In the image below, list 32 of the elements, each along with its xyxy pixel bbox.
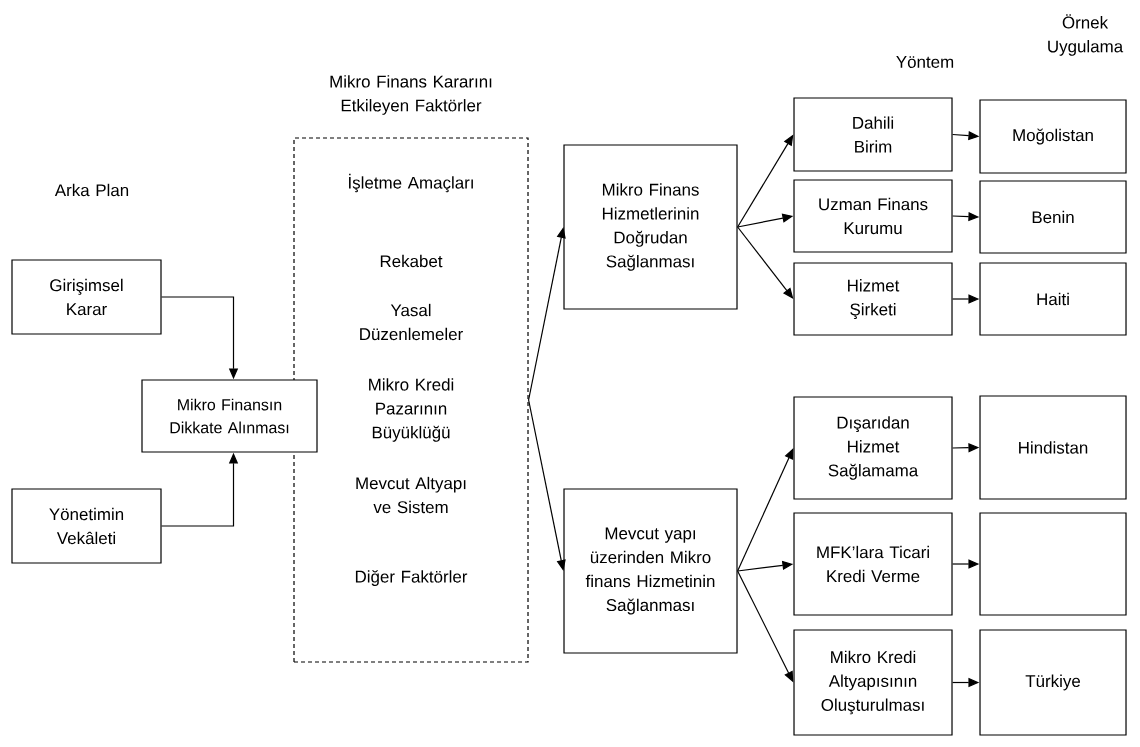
arrow bbox=[737, 448, 794, 572]
process-box: MFK’lara Ticari Kredi Verme bbox=[793, 512, 953, 616]
process-box: Yönetimin Vekâleti bbox=[11, 488, 162, 564]
column-heading: Yöntem bbox=[896, 56, 954, 68]
factor-text: Diğer Faktörler bbox=[355, 570, 468, 586]
process-box: Benin bbox=[979, 180, 1127, 254]
process-box: Uzman Finans Kurumu bbox=[793, 179, 953, 253]
process-box: Mevcut yapı üzerinden Mikro finans Hizmetinin Sağlanması bbox=[563, 488, 738, 654]
process-box: Moğolistan bbox=[979, 99, 1127, 174]
process-box: Haiti bbox=[979, 262, 1127, 336]
process-box: Hindistan bbox=[979, 395, 1127, 500]
arrow bbox=[528, 399, 566, 571]
process-box: Girişimsel Karar bbox=[11, 259, 162, 335]
process-box: Türkiye bbox=[979, 629, 1127, 736]
dashed-group-box bbox=[293, 75, 529, 663]
process-box: Mikro Finansın Dikkate Alınması bbox=[141, 379, 318, 453]
process-box: Mikro Finans Hizmetlerinin Doğrudan Sağlanması bbox=[563, 144, 738, 310]
group-heading: Mikro Finans Kararını Etkileyen Faktörler bbox=[330, 75, 492, 115]
arrow bbox=[737, 226, 794, 299]
factor-text: Mevcut Altyapı ve Sistem bbox=[356, 476, 466, 514]
factor-text: İşletme Amaçları bbox=[349, 173, 473, 193]
arrow bbox=[528, 227, 566, 401]
process-box: Dahili Birim bbox=[793, 97, 953, 172]
empty-box bbox=[979, 512, 1127, 616]
factor-text: Rekabet bbox=[380, 254, 443, 268]
process-box: Mikro Kredi Altyapısının Oluşturulması bbox=[793, 629, 953, 736]
process-box: Hizmet Şirketi bbox=[793, 262, 953, 336]
factor-text: Yasal Düzenlemeler bbox=[360, 303, 463, 341]
column-heading: Arka Plan bbox=[54, 183, 129, 197]
column-heading: Örnek Uygulama bbox=[1048, 14, 1124, 56]
process-box: Dışarıdan Hizmet Sağlamama bbox=[793, 396, 953, 500]
factor-text: Mikro Kredi Pazarının Büyüklüğü bbox=[369, 378, 454, 442]
